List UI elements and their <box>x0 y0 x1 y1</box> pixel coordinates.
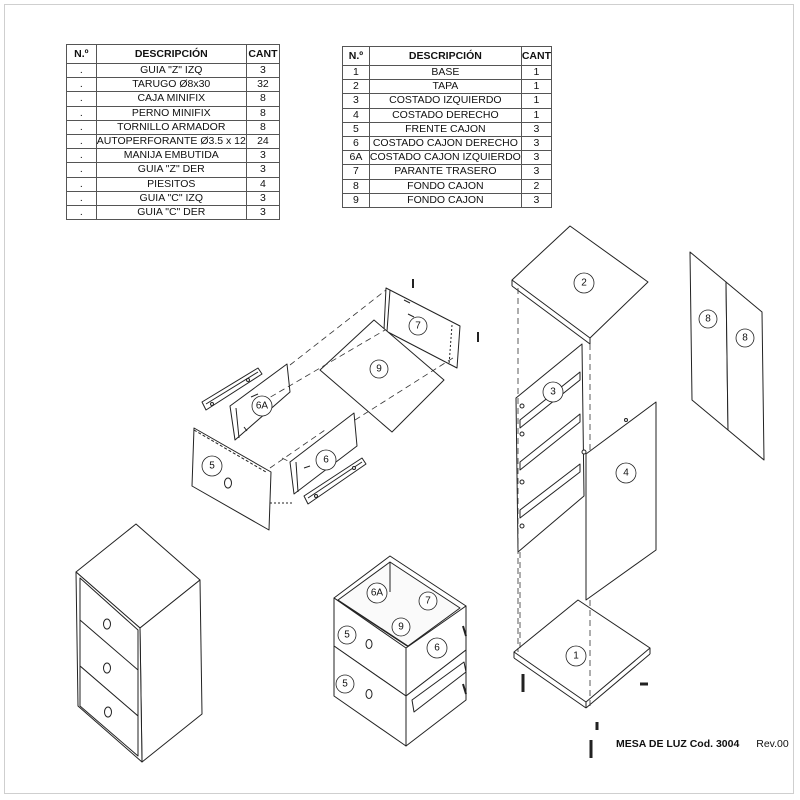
cell-quantity: 3 <box>520 164 553 180</box>
title-block: MESA DE LUZ Cod. 3004 Rev.00 <box>616 738 789 750</box>
table-header-row: N.º DESCRIPCIÓN CANT <box>66 44 281 64</box>
callout-back-right: 8 <box>742 333 748 344</box>
cell-quantity: 24 <box>245 133 281 150</box>
cell-description: PARANTE TRASERO <box>368 164 522 180</box>
header-quantity: CANT <box>520 46 553 66</box>
cell-quantity: 8 <box>245 119 281 135</box>
drawer-front-panel <box>191 427 292 531</box>
product-name: MESA DE LUZ <box>616 738 687 750</box>
cell-quantity: 3 <box>245 148 281 164</box>
cell-quantity: 3 <box>245 162 281 178</box>
cell-description: FONDO CAJON <box>368 178 522 194</box>
callout-assembled-front-bottom: 5 <box>342 679 348 690</box>
revision-label: Rev.00 <box>756 738 789 750</box>
cell-number: . <box>66 190 97 206</box>
callout-back-left: 8 <box>705 314 711 325</box>
assembled-cabinet <box>75 523 203 763</box>
drawer-explode-lines <box>261 289 457 469</box>
callout-assembled-left: 6A <box>371 588 384 599</box>
carcass-explode-lines <box>517 288 591 706</box>
header-quantity: CANT <box>245 44 281 64</box>
left-side-panel <box>515 343 587 553</box>
drawer-right-guide <box>303 457 367 505</box>
cell-description: COSTADO IZQUIERDO <box>368 93 522 109</box>
callout-assembled-front-top: 5 <box>344 630 350 641</box>
callout-drawer-right-side: 6 <box>323 455 329 466</box>
cell-quantity: 3 <box>520 192 553 208</box>
cell-description: MANIJA EMBUTIDA <box>95 148 247 164</box>
callout-base: 1 <box>573 651 579 662</box>
right-side-panel <box>585 401 657 601</box>
drawing-frame <box>4 4 794 794</box>
cell-description: GUIA "C" IZQ <box>95 190 247 206</box>
cell-description: COSTADO CAJON IZQUIERDO <box>368 150 522 166</box>
cell-number: 6A <box>342 150 370 166</box>
base-panel <box>513 599 651 758</box>
header-description: DESCRIPCIÓN <box>368 46 522 66</box>
callout-drawer-back: 7 <box>415 321 421 332</box>
callout-right-side: 4 <box>623 468 629 479</box>
cell-description: GUIA "Z" IZQ <box>95 62 247 79</box>
callout-assembled-bottom: 9 <box>398 622 404 633</box>
callout-drawer-bottom: 9 <box>376 364 382 375</box>
cell-description: FRENTE CAJON <box>368 121 522 137</box>
callout-assembled-right: 6 <box>434 643 440 654</box>
cell-description: COSTADO CAJON DERECHO <box>368 135 522 152</box>
cell-quantity: 2 <box>520 178 553 194</box>
product-code: Cod. 3004 <box>689 738 740 750</box>
callout-drawer-front: 5 <box>209 461 215 472</box>
cell-quantity: 3 <box>520 135 553 152</box>
cell-quantity: 3 <box>245 190 281 206</box>
cell-description: FONDO CAJON <box>368 192 522 208</box>
cell-quantity: 3 <box>520 150 553 166</box>
callout-left-side: 3 <box>550 387 556 398</box>
cell-quantity: 4 <box>245 176 281 192</box>
cell-description: AUTOPERFORANTE Ø3.5 x 12 <box>95 133 247 150</box>
callout-drawer-left-side: 6A <box>256 401 269 412</box>
callout-assembled-back: 7 <box>425 596 431 607</box>
cell-description: TORNILLO ARMADOR <box>95 119 247 135</box>
cell-quantity: 3 <box>520 121 553 137</box>
back-panels <box>689 251 765 461</box>
cell-quantity: 3 <box>245 204 281 221</box>
callout-top: 2 <box>581 278 587 289</box>
cell-description: PIESITOS <box>95 176 247 192</box>
cell-description: GUIA "Z" DER <box>95 162 247 178</box>
drawer-left-guide <box>201 367 263 411</box>
header-description: DESCRIPCIÓN <box>95 44 247 64</box>
